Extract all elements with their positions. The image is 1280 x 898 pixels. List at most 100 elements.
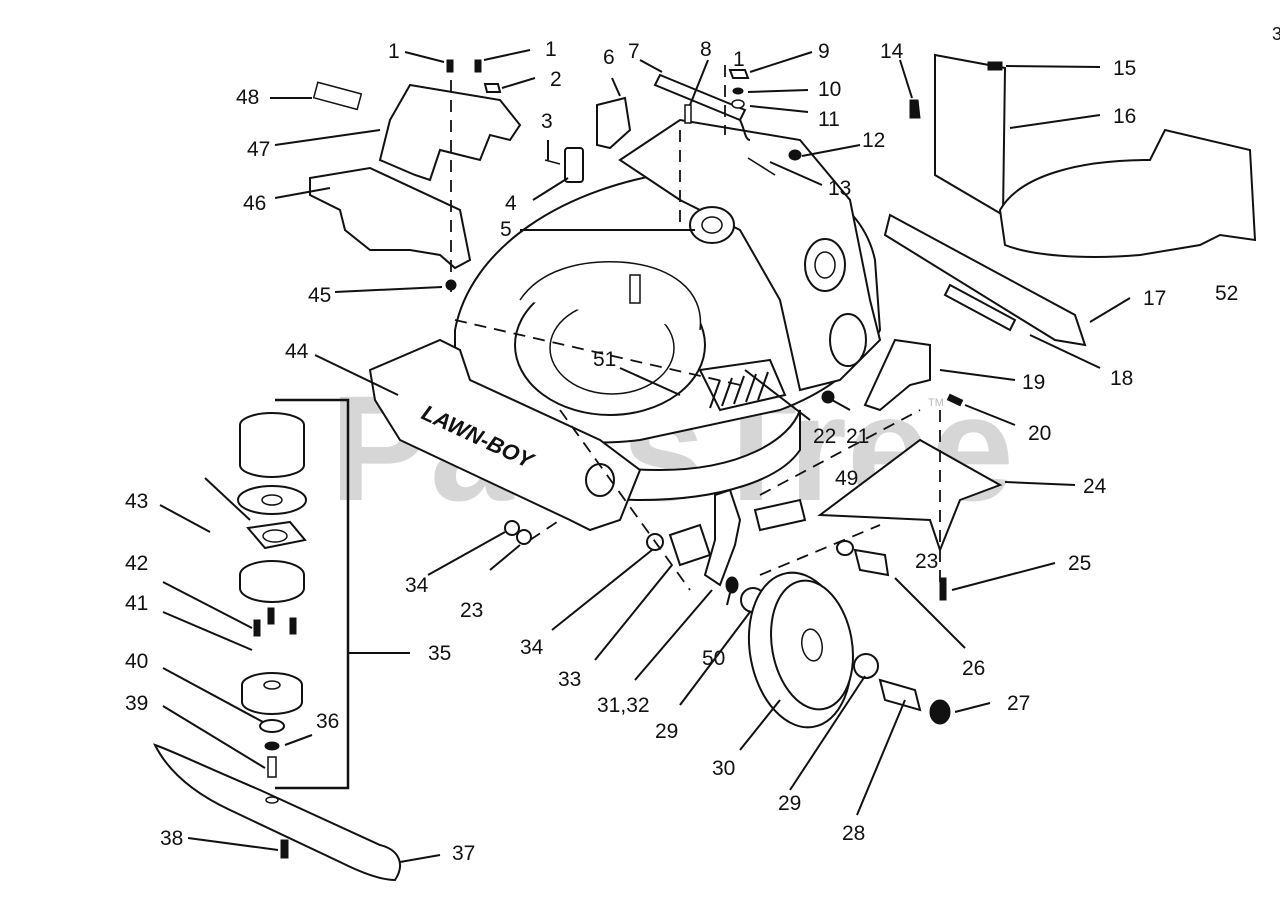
page-edge-mark: 3 <box>1272 24 1280 44</box>
callout-46: 46 <box>243 192 266 215</box>
callout-39: 39 <box>125 692 148 715</box>
callout-27: 27 <box>1007 692 1030 715</box>
callout-28: 28 <box>842 822 865 845</box>
bolt-38 <box>280 839 289 859</box>
assembly-line-main <box>454 319 741 386</box>
callout-16: 16 <box>1113 105 1136 128</box>
callout-29: 29 <box>778 792 801 815</box>
callout-15: 15 <box>1113 57 1136 80</box>
callout-23: 23 <box>915 550 938 573</box>
callout-34: 34 <box>405 574 429 597</box>
nut-9 <box>728 69 750 79</box>
hub-cap-27 <box>929 699 951 725</box>
washer-23a <box>516 529 532 545</box>
pulley-hole <box>263 680 281 690</box>
clip-2 <box>483 83 502 93</box>
callout-42: 42 <box>125 552 148 575</box>
callout-49: 49 <box>835 467 858 490</box>
blade <box>153 743 401 882</box>
callout-1: 1 <box>545 38 557 61</box>
flap-16 <box>934 53 1007 217</box>
side-flap-24 <box>817 438 1003 553</box>
clip-14 <box>909 99 921 119</box>
bumper-body <box>368 338 642 532</box>
washer-10 <box>732 87 744 95</box>
adapter-body <box>239 425 305 478</box>
motor-boss-inner <box>701 216 723 234</box>
hatch-lines <box>709 371 769 409</box>
callout-18: 18 <box>1110 367 1133 390</box>
washer-40 <box>259 719 285 733</box>
chute-46 <box>309 166 472 270</box>
leader-lines <box>159 49 1131 863</box>
screw-15 <box>987 61 1003 71</box>
washer-11 <box>731 99 745 109</box>
callout-35: 35 <box>428 642 451 665</box>
spring <box>204 477 251 521</box>
pin-13 <box>747 157 776 176</box>
assembly-line-front <box>529 519 561 541</box>
side-wheel-mount <box>829 313 867 367</box>
callout-38: 38 <box>160 827 183 850</box>
hinge-rod-18 <box>943 283 1017 332</box>
blade-hole <box>265 796 279 804</box>
watermark-tm: TM <box>928 397 944 409</box>
callout-50: 50 <box>702 647 725 670</box>
callout-29: 29 <box>655 720 678 743</box>
callout-20: 20 <box>1028 422 1051 445</box>
callout-31-32: 31,32 <box>597 694 650 717</box>
callout-41: 41 <box>125 592 148 615</box>
screw-20 <box>946 393 964 407</box>
side-pulley-hub <box>814 251 836 279</box>
bearing-29b <box>853 653 879 679</box>
wheel-center <box>801 628 823 662</box>
callout-26: 26 <box>962 657 985 680</box>
assembly-line-49 <box>759 409 921 496</box>
wheel-assembly <box>646 488 951 729</box>
callout-52: 52 <box>1215 282 1238 305</box>
callout-1: 1 <box>733 48 745 71</box>
callout-21: 21 <box>846 425 869 448</box>
plate-33 <box>668 523 712 567</box>
screw-3 <box>544 159 561 165</box>
pulley-side <box>241 685 303 715</box>
callout-1: 1 <box>388 40 400 63</box>
bushing-50 <box>725 576 739 594</box>
callout-2: 2 <box>550 68 562 91</box>
callout-40: 40 <box>125 650 148 673</box>
deck-rim <box>519 261 702 331</box>
callout-13: 13 <box>828 177 851 200</box>
callout-44: 44 <box>285 340 309 363</box>
deflector-47 <box>378 83 522 182</box>
callout-22: 22 <box>813 425 836 448</box>
callout-23: 23 <box>460 599 483 622</box>
bolt-8 <box>684 104 692 124</box>
callout-24: 24 <box>1083 475 1107 498</box>
callout-43: 43 <box>125 490 148 513</box>
callout-30: 30 <box>712 757 735 780</box>
callout-37: 37 <box>452 842 475 865</box>
callout-47: 47 <box>247 138 270 161</box>
screw-1a <box>446 59 454 73</box>
grass-bag-52 <box>998 128 1257 258</box>
washer-23b <box>836 540 854 556</box>
cable-wire <box>739 119 751 141</box>
wheel-bracket-31-32 <box>703 488 742 587</box>
callout-48: 48 <box>236 86 259 109</box>
callout-25: 25 <box>1068 552 1091 575</box>
callout-45: 45 <box>308 284 331 307</box>
nut-21 <box>821 390 835 404</box>
bolt-25 <box>939 577 947 601</box>
mower-deck-housing <box>439 118 882 502</box>
assembly-line-axle <box>559 409 691 591</box>
flange-side <box>239 575 305 603</box>
assembly-line-wheel <box>759 524 881 576</box>
decal-49 <box>753 498 807 532</box>
bolt-12 <box>788 149 802 161</box>
callout-33: 33 <box>558 668 581 691</box>
callout-7: 7 <box>628 40 640 63</box>
brake-plate-hole <box>261 494 283 506</box>
callout-10: 10 <box>818 78 841 101</box>
callout-9: 9 <box>818 40 830 63</box>
